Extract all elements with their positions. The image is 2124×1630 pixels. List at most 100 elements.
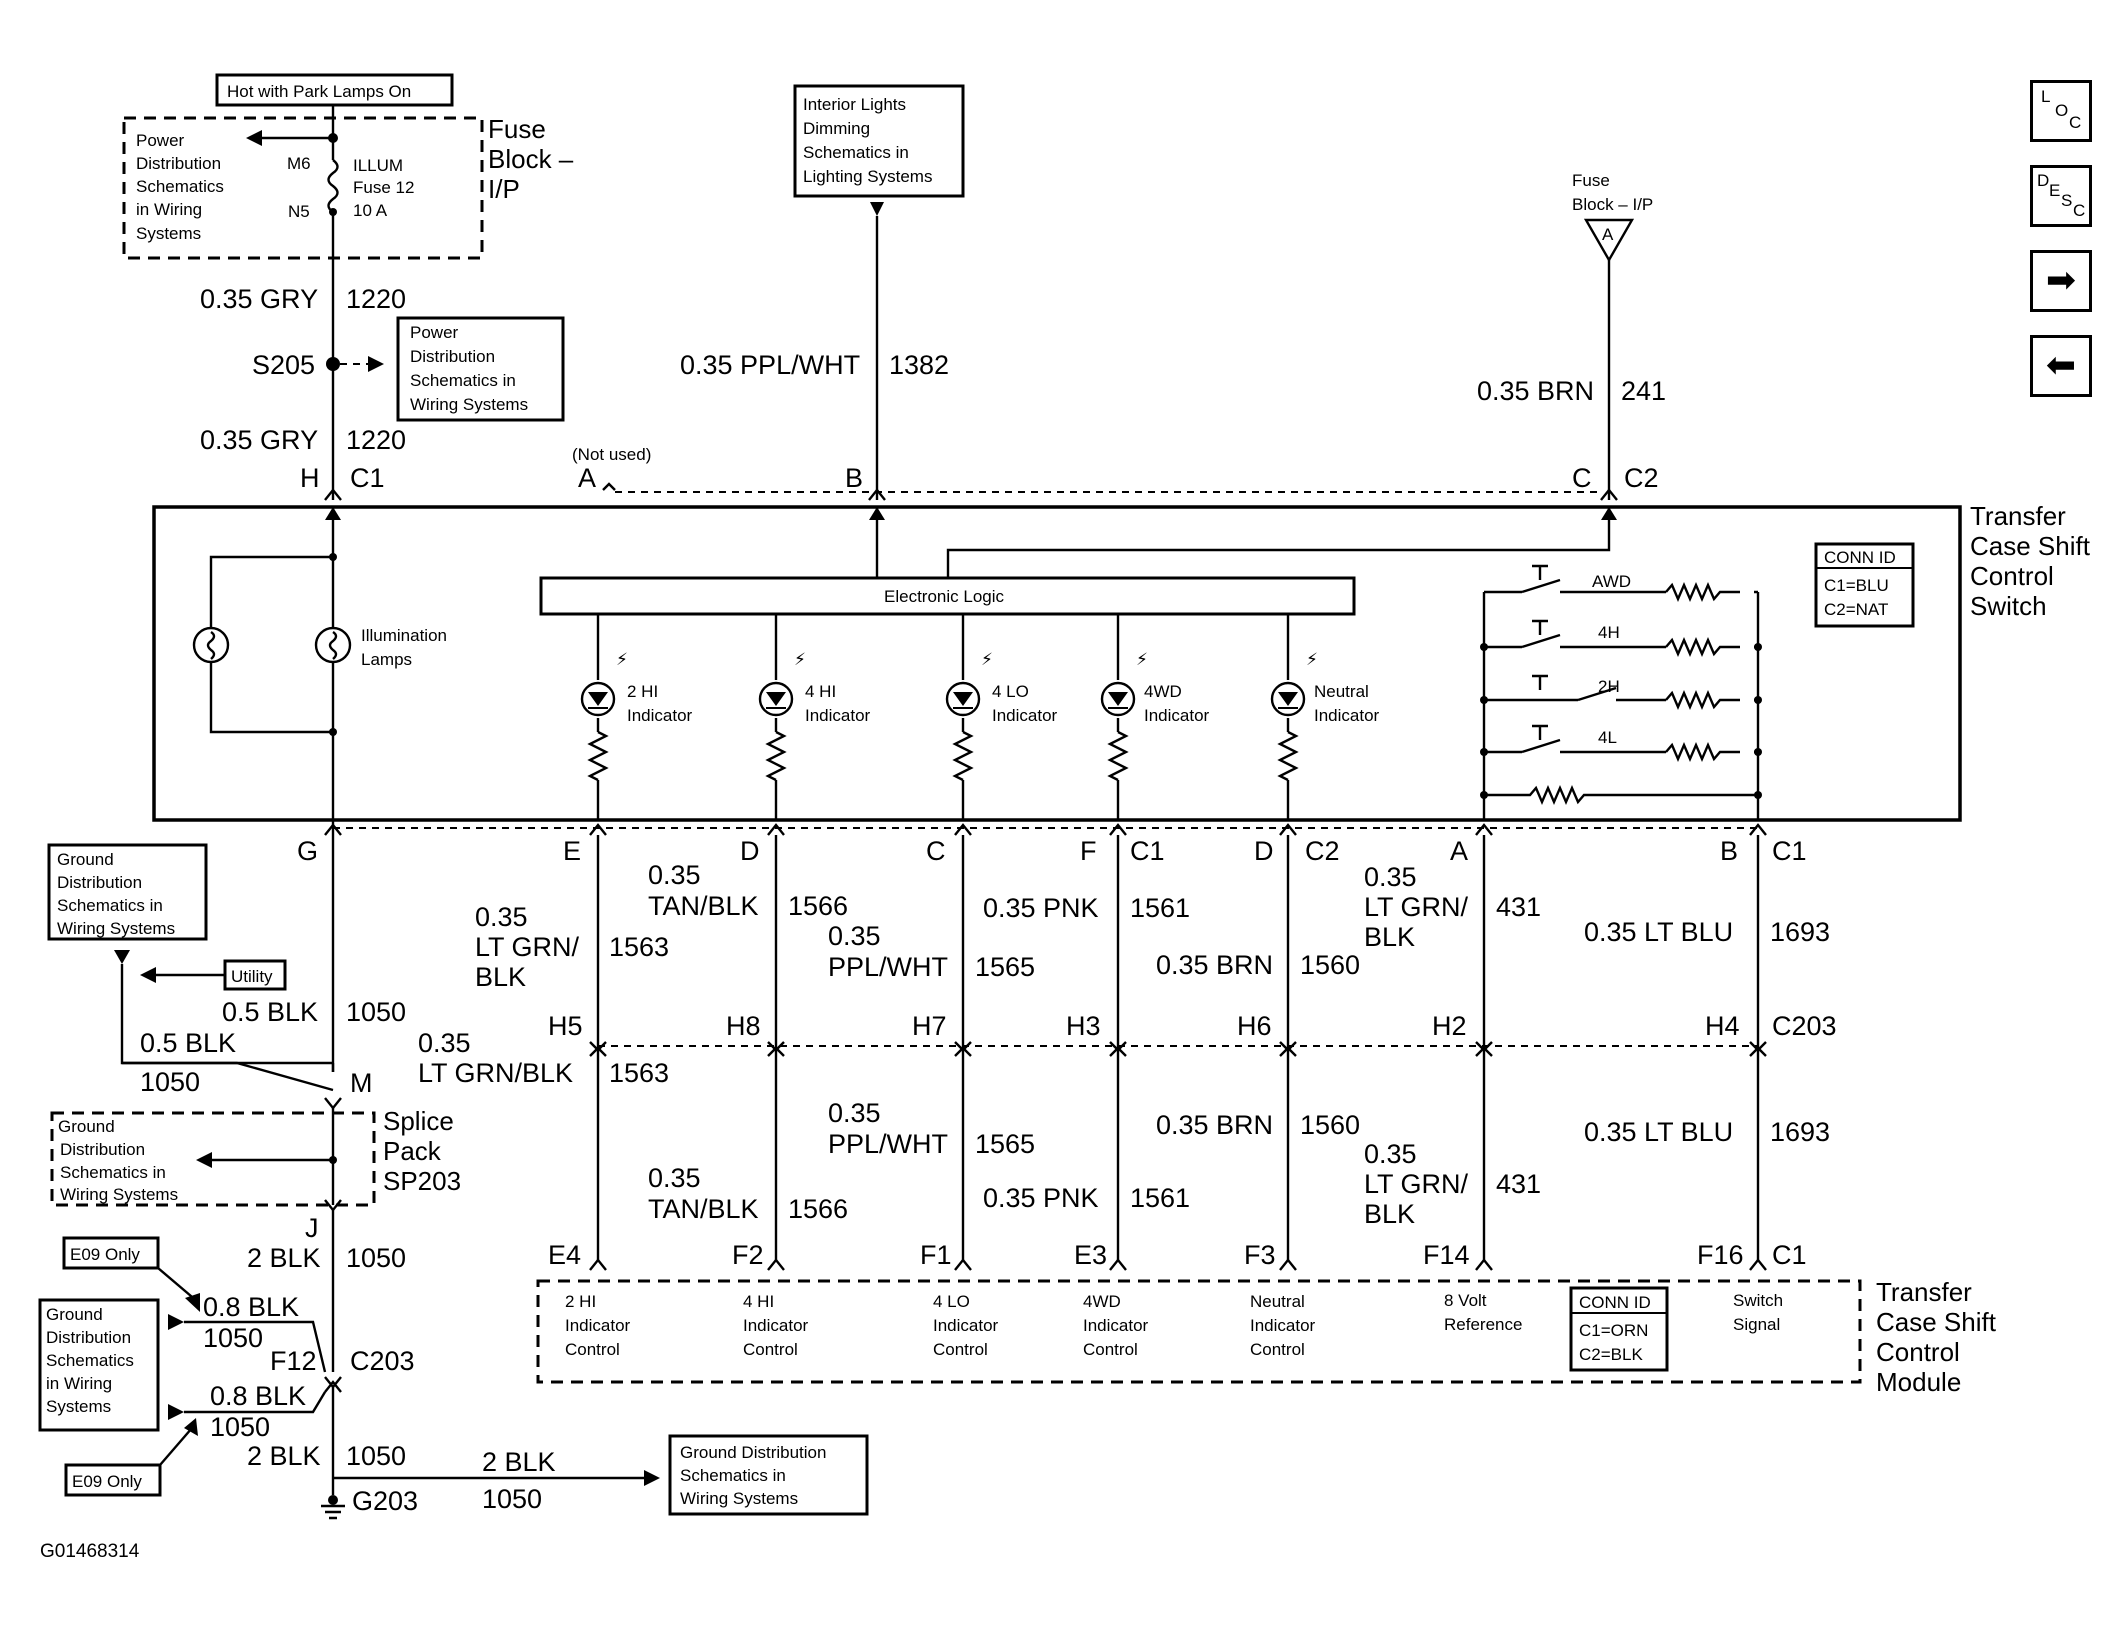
svg-text:Illumination: Illumination [361,626,447,645]
svg-text:Fuse 12: Fuse 12 [353,178,414,197]
wire-431-lower-color: LT GRN/ [1364,1169,1469,1199]
indicator-label-4lo: 4 LO Indicator [992,682,1058,725]
switch-4l-label: 4L [1598,728,1617,747]
circuit-241: 241 [1621,376,1666,406]
circuit-1565-lower: 1565 [975,1129,1035,1159]
e09-only-box-1 [62,1236,160,1270]
svg-text:Control: Control [1083,1340,1138,1359]
svg-text:4 LO: 4 LO [933,1292,970,1311]
module-label-8v-reference: 8 Volt Reference [1444,1291,1522,1334]
top-connector-chevrons [324,488,1618,501]
wire-2-blk-3: 2 BLK [482,1447,556,1477]
transfer-case-switch-box [152,505,1962,822]
svg-text:Signal: Signal [1733,1315,1780,1334]
svg-text:Ground Distribution: Ground Distribution [680,1443,826,1462]
svg-text:Ground: Ground [57,850,114,869]
wire-1693-lower: 0.35 LT BLU [1584,1117,1733,1147]
svg-text:Reference: Reference [1444,1315,1522,1334]
transfer-case-module-label: Transfer Case Shift Control Module [1876,1277,1997,1397]
conn-c2-top-label: C2 [1624,463,1659,493]
svg-text:Control: Control [743,1340,798,1359]
previous-button[interactable]: ⬅ [2030,335,2092,397]
wire-431-gauge: 0.35 [1364,862,1417,892]
module-label-neutral: Neutral Indicator Control [1250,1292,1316,1359]
indicator-led-4lo: ⚡ [945,614,993,820]
wire-08-blk-lower [184,1391,327,1414]
conn-id-module-title: CONN ID [1579,1293,1651,1312]
pin-d-1: D [740,836,760,866]
svg-text:Switch: Switch [1970,591,2047,621]
svg-text:Distribution: Distribution [46,1328,131,1347]
fuse-block-ip-label: Fuse Block – I/P [488,114,574,204]
next-button[interactable]: ➡ [2030,250,2092,312]
svg-text:Indicator: Indicator [565,1316,631,1335]
svg-text:Switch: Switch [1733,1291,1783,1310]
ground-distribution-note-3: Ground Distribution Schematics in Wiring… [46,1305,134,1416]
circuit-431-upper: 431 [1496,892,1541,922]
wire-1565-lower-gauge: 0.35 [828,1098,881,1128]
pin-f: F [1080,836,1097,866]
fuse-a-letter: A [1602,225,1614,244]
circuit-1566-lower: 1566 [788,1194,848,1224]
pin-e3: E3 [1074,1240,1107,1270]
conn-id-module-box [1569,1286,1669,1372]
svg-text:Power: Power [410,323,459,342]
svg-text:Case Shift: Case Shift [1970,531,2091,561]
pin-c-lower: C [926,836,946,866]
illum-fuse-label: ILLUM Fuse 12 10 A [353,156,414,220]
indicator-led-4wd: ⚡ [1100,614,1148,820]
svg-text:Distribution: Distribution [57,873,142,892]
ground-distribution-note-4: Ground Distribution Schematics in Wiring… [680,1443,826,1508]
wire-1563-gauge: 0.35 [475,902,528,932]
ground-dist-note-4-box [668,1434,869,1516]
wire-035-brn-top: 0.35 BRN [1477,376,1594,406]
location-button[interactable]: L O C [2030,80,2092,142]
svg-text:Control: Control [1250,1340,1305,1359]
pin-g: G [297,836,318,866]
conn-c203-mid: C203 [1772,1011,1837,1041]
svg-text:Wiring Systems: Wiring Systems [680,1489,798,1508]
svg-text:Control: Control [933,1340,988,1359]
svg-text:10 A: 10 A [353,201,388,220]
ground-distribution-note-2: Ground Distribution Schematics in Wiring… [58,1117,178,1204]
wire-2-blk-1: 2 BLK [247,1243,321,1273]
svg-text:Indicator: Indicator [1250,1316,1316,1335]
fuse-block-dashed-outline [122,116,484,260]
utility-label: Utility [231,967,273,986]
indicator-led-2hi: ⚡ [580,614,628,820]
pin-d-2: D [1254,836,1274,866]
conn-id-switch-box [1814,542,1915,628]
pin-h8: H8 [726,1011,761,1041]
ground-dist-1-arrow [114,950,130,964]
conn-id-switch-c2: C2=NAT [1824,600,1888,619]
svg-text:Ground: Ground [58,1117,115,1136]
splice-s205-label: S205 [252,350,315,380]
module-label-4lo: 4 LO Indicator Control [933,1292,999,1359]
circuit-1220-top: 1220 [346,284,406,314]
description-button[interactable]: D E S C [2030,165,2092,227]
pin-m6: M6 [287,154,311,173]
circuit-1563-lower: 1563 [609,1058,669,1088]
svg-text:⚡: ⚡ [981,650,993,669]
svg-text:Interior Lights: Interior Lights [803,95,906,114]
svg-text:Module: Module [1876,1367,1961,1397]
conn-c1-module: C1 [1772,1240,1807,1270]
e09-only-label-1: E09 Only [70,1245,140,1264]
pin-a-top: A [578,463,596,493]
svg-text:4 LO: 4 LO [992,682,1029,701]
pin-c-top: C [1572,463,1592,493]
wire-1566-gauge: 0.35 [648,860,701,890]
wire-1563-color2: BLK [475,962,526,992]
s205-arrow-head [368,356,384,372]
pin-h6: H6 [1237,1011,1272,1041]
svg-text:ILLUM: ILLUM [353,156,403,175]
svg-text:⚡: ⚡ [1306,650,1318,669]
wire-05-blk-1: 0.5 BLK [222,997,318,1027]
pin-h3: H3 [1066,1011,1101,1041]
power-distribution-note-2: Power Distribution Schematics in Wiring … [410,323,528,414]
lower-switch-chevrons [324,823,1767,836]
pin-h-label: H [300,463,320,493]
svg-text:4 HI: 4 HI [805,682,836,701]
svg-text:Indicator: Indicator [627,706,693,725]
